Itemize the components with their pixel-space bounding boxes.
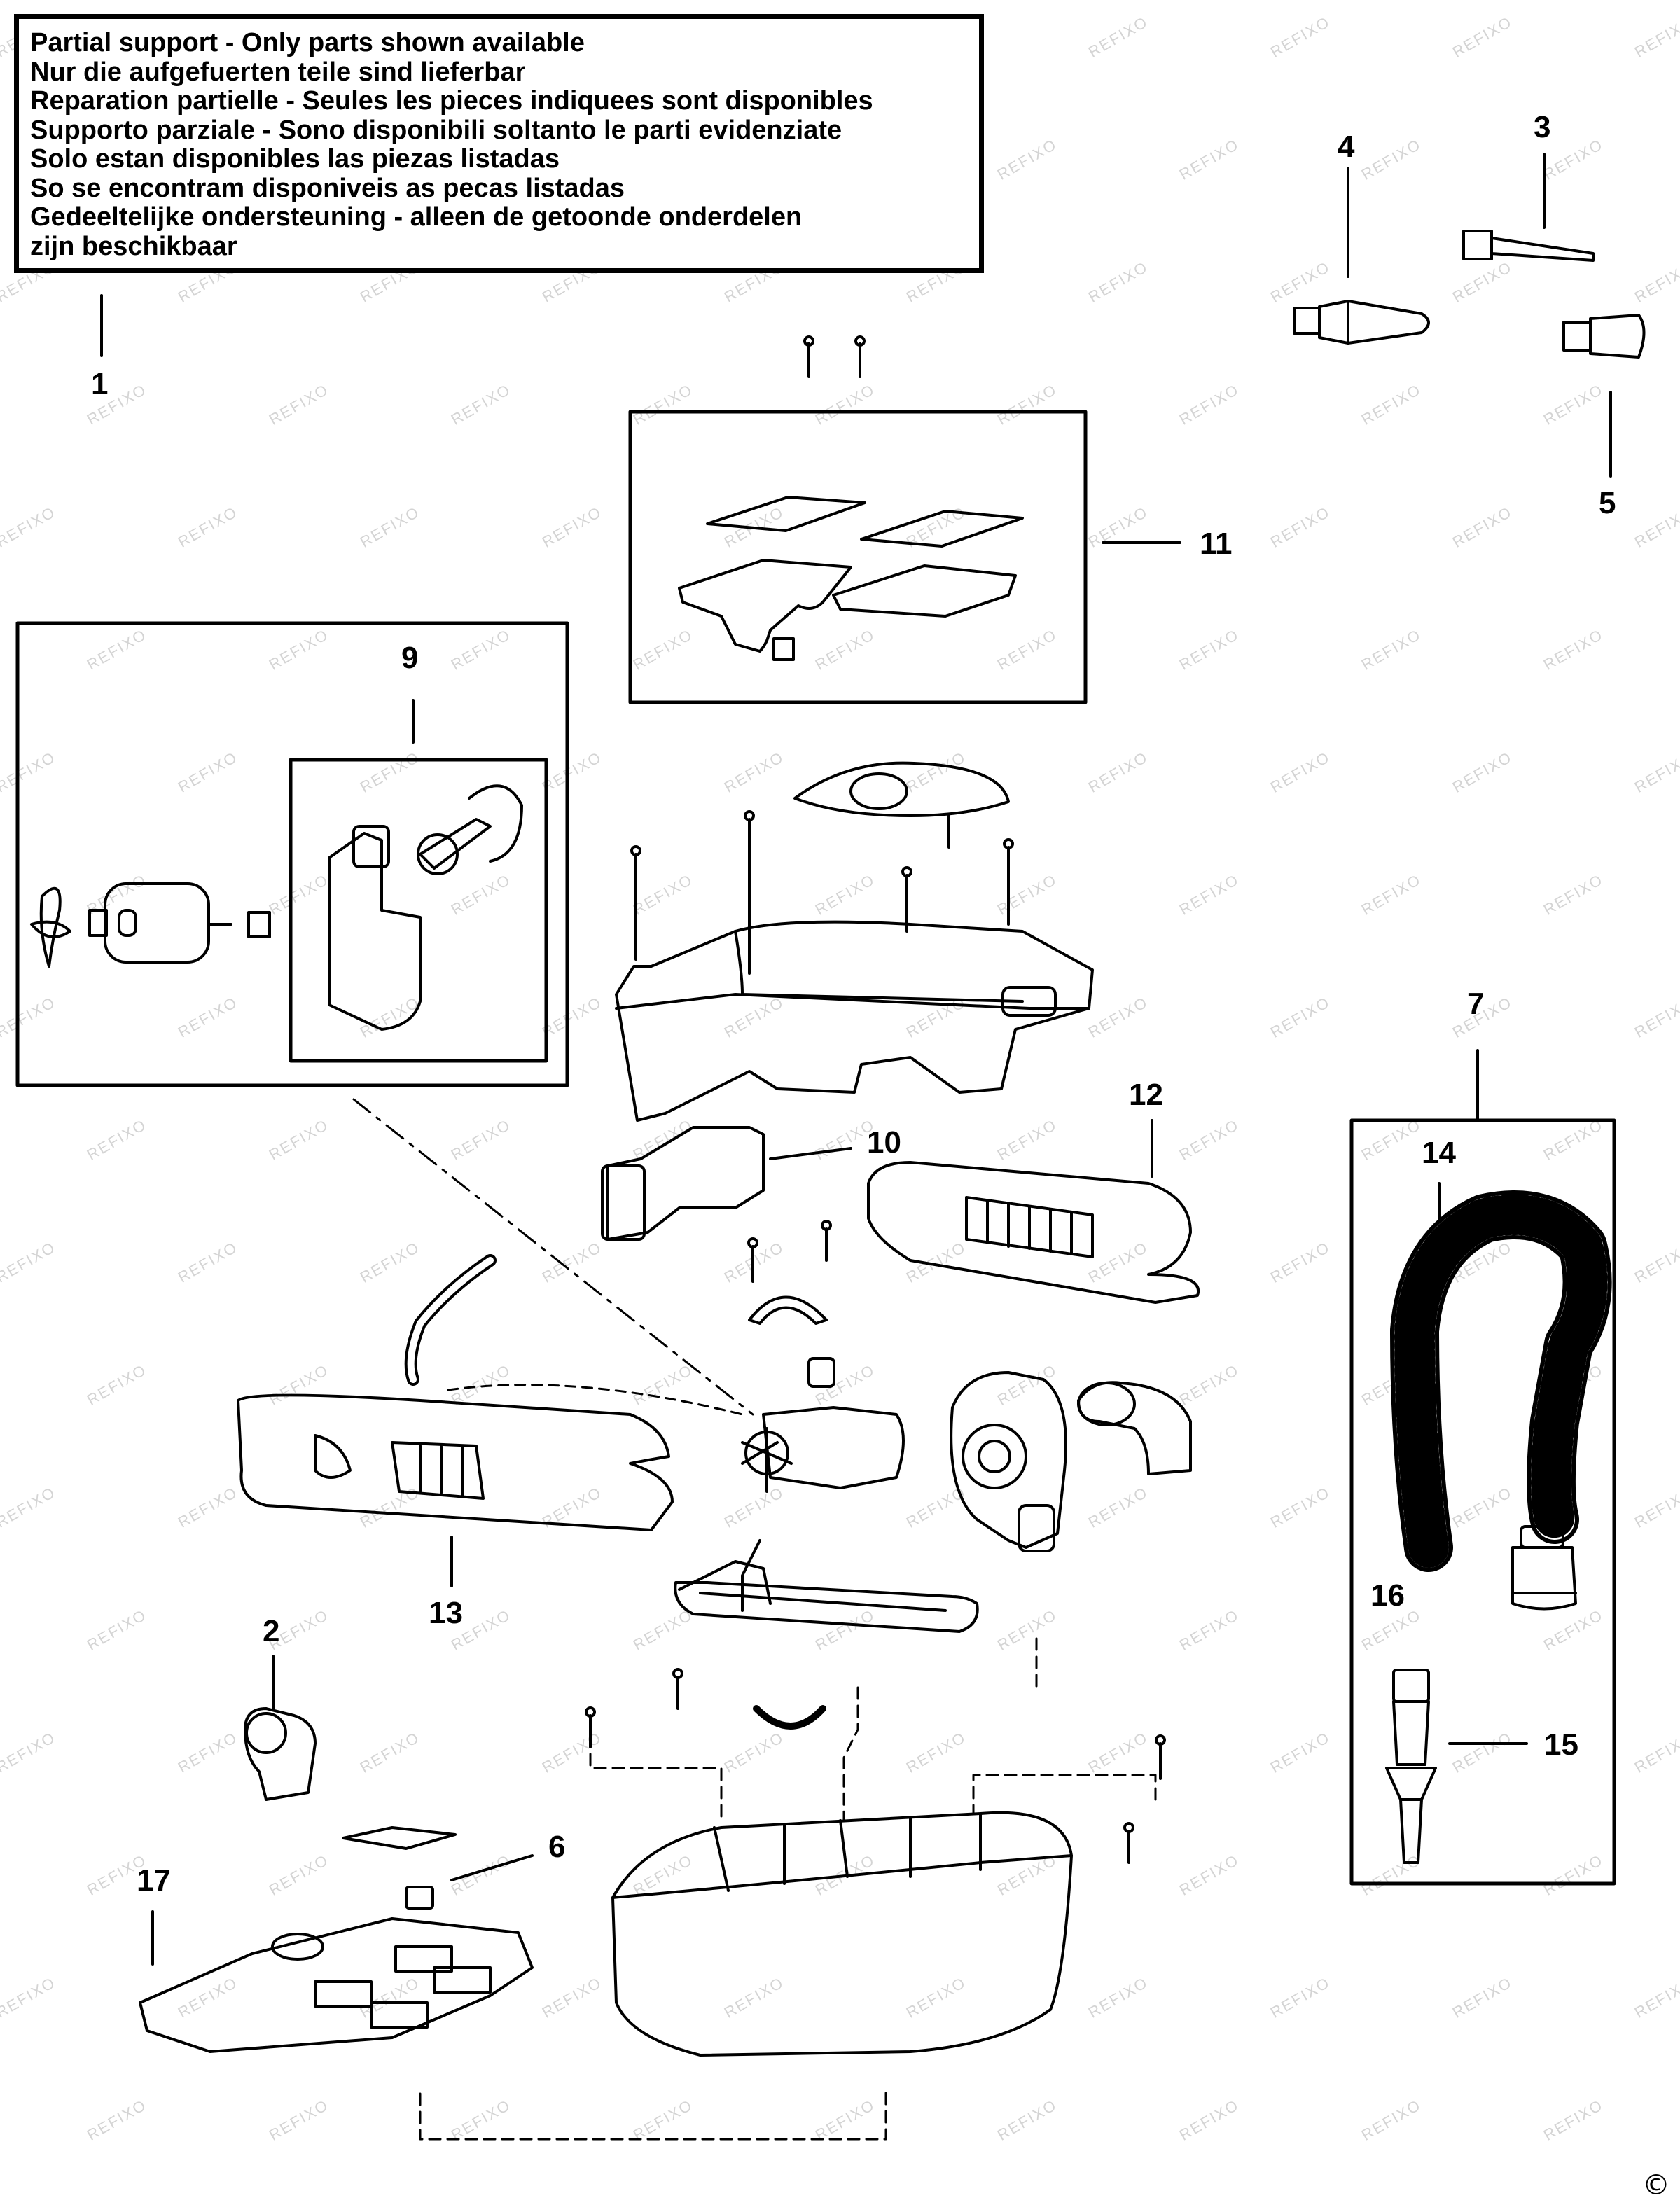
callout-2: 2 <box>263 1614 280 1648</box>
nozzle-part-15 <box>1385 1669 1437 1864</box>
side-grille-right-part-12 <box>867 1161 1200 1304</box>
availability-notice-box: Partial support - Only parts shown avail… <box>14 14 984 273</box>
callout-1: 1 <box>91 367 109 401</box>
grille-assembly-box <box>628 410 1088 704</box>
inflation-needle-part-3 <box>1462 230 1595 262</box>
callout-15: 15 <box>1544 1727 1578 1762</box>
callout-6: 6 <box>548 1830 566 1864</box>
outlet-fitting-part-2 <box>244 1707 317 1801</box>
cable-channel-part-10 <box>601 1126 765 1241</box>
callout-7: 7 <box>1467 987 1485 1021</box>
pump-subassembly-box <box>289 758 548 1063</box>
lower-housing <box>611 1705 1073 2057</box>
pump-subassembly-part-9 <box>328 784 523 1031</box>
notice-line-de: Nur die aufgefuerten teile sind lieferba… <box>30 57 526 87</box>
assembly-path-line <box>352 1098 754 1416</box>
callout-13: 13 <box>429 1596 463 1630</box>
callout-5: 5 <box>1599 486 1616 520</box>
middle-screws-and-clip <box>747 1220 835 1388</box>
blower-housing <box>950 1371 1067 1552</box>
notice-line-it: Supporto parziale - Sono disponibili sol… <box>30 115 842 145</box>
notice-line-fr: Reparation partielle - Seules les pieces… <box>30 86 873 116</box>
copyright-symbol: © <box>1642 2169 1670 2201</box>
switch-part-6 <box>342 1826 457 1910</box>
callout-9: 9 <box>401 641 419 675</box>
callout-10: 10 <box>867 1125 901 1160</box>
notice-line-es: Solo estan disponibles las piezas listad… <box>30 144 560 174</box>
hose-adaptor-part-16 <box>1511 1525 1577 1611</box>
hose-kit-box <box>1349 1118 1616 1886</box>
callout-4: 4 <box>1338 130 1355 164</box>
air-tube <box>404 1254 744 1416</box>
callout-3: 3 <box>1534 110 1551 144</box>
leader-lines <box>100 153 1612 1966</box>
upper-housing <box>615 761 1094 1122</box>
notice-line-en: Partial support - Only parts shown avail… <box>30 28 585 57</box>
screws-top <box>803 335 866 378</box>
side-grille-left-part-13 <box>237 1393 674 1531</box>
callout-17: 17 <box>137 1863 171 1898</box>
callout-11: 11 <box>1200 527 1233 561</box>
notice-line-nl-1: Gedeeltelijke ondersteuning - alleen de … <box>30 202 803 232</box>
dashed-guide-lines <box>419 1637 1157 2141</box>
callout-14: 14 <box>1422 1136 1456 1170</box>
motor-fan-part-9 <box>30 882 271 968</box>
valve-adaptor-part-5 <box>1562 314 1646 359</box>
motor-assembly-box <box>15 621 569 1087</box>
callout-16: 16 <box>1370 1578 1405 1613</box>
adaptor-nozzle-part-4 <box>1293 300 1430 345</box>
elbow-duct <box>1077 1381 1192 1475</box>
hose-part-14 <box>1390 1190 1612 1572</box>
notice-line-nl-2: zijn beschikbaar <box>30 231 237 261</box>
grille-cover-part-11 <box>678 496 1024 661</box>
upper-housing-screws <box>630 810 1014 975</box>
motor-centre <box>674 1406 979 1633</box>
lower-screws <box>585 1668 1166 1864</box>
notice-line-pt: So se encontram disponiveis as pecas lis… <box>30 173 625 203</box>
base-plate-part-17 <box>139 1917 534 2053</box>
callout-12: 12 <box>1129 1078 1163 1112</box>
